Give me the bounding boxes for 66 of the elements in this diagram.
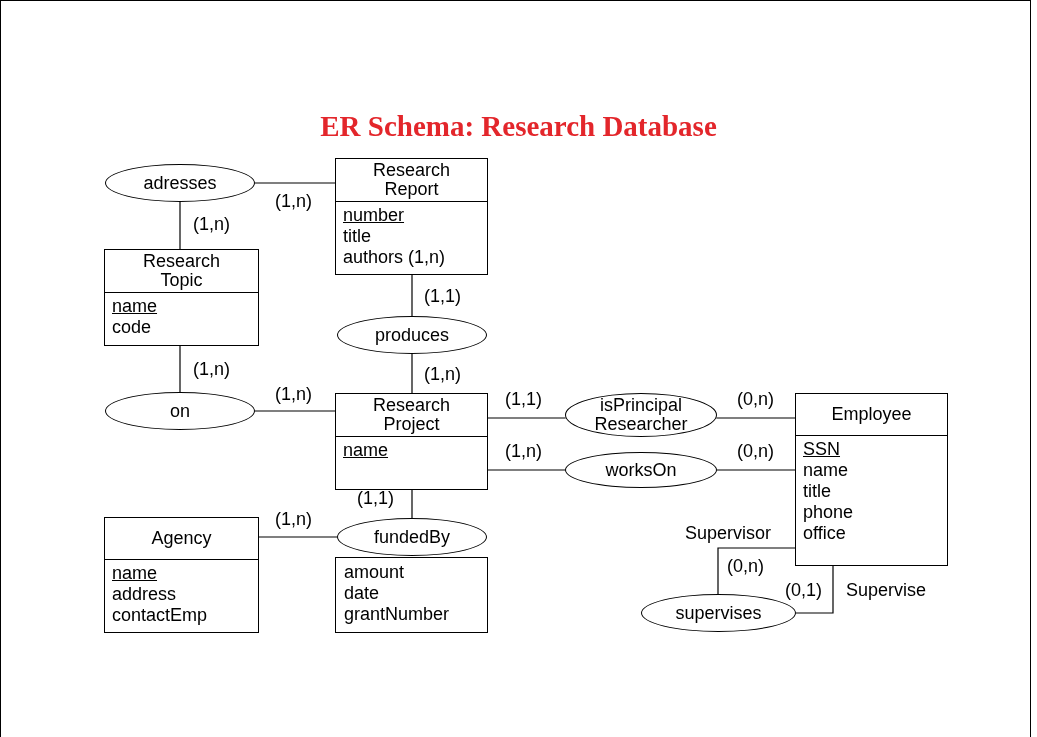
entity-name: Employee	[831, 405, 912, 424]
relationship-name: supervises	[674, 603, 763, 623]
connector-line	[254, 182, 336, 184]
entity-name: Research Report	[371, 161, 451, 199]
cardinality-label: (0,n)	[727, 556, 764, 576]
cardinality-label: (1,n)	[275, 191, 312, 211]
attribute-name: name	[803, 460, 850, 481]
entity-name: Research Topic	[141, 252, 221, 290]
entity-box	[104, 517, 259, 633]
cardinality-label: (0,n)	[737, 389, 774, 409]
key-attribute: name	[343, 440, 390, 461]
key-attribute: name	[112, 296, 159, 317]
key-attribute: name	[112, 563, 159, 584]
relationship-name: isPrincipal Researcher	[593, 396, 689, 434]
relationship-name: fundedBy	[372, 527, 452, 547]
relationship-name: on	[169, 401, 191, 421]
entity-box	[335, 393, 488, 490]
attribute-name: grantNumber	[344, 604, 451, 625]
attribute-box	[335, 557, 488, 633]
attribute-name: title	[803, 481, 832, 502]
cardinality-label: (1,n)	[505, 441, 542, 461]
attribute-name: contactEmp	[112, 605, 209, 626]
cardinality-label: (1,n)	[193, 214, 230, 234]
connector-line	[795, 565, 834, 614]
attribute-name: amount	[344, 562, 406, 583]
relationship-name: produces	[373, 325, 451, 345]
entity-name: Agency	[151, 529, 212, 548]
cardinality-label: (1,n)	[275, 384, 312, 404]
relationship-name: worksOn	[604, 460, 678, 480]
attribute-name: office	[803, 523, 847, 544]
entity-box	[104, 249, 259, 346]
connector-line	[716, 469, 796, 471]
key-attribute: SSN	[803, 439, 841, 460]
connector-line	[411, 489, 413, 519]
attribute-name: title	[343, 226, 372, 247]
cardinality-label: (1,1)	[505, 389, 542, 409]
attribute-name: address	[112, 584, 178, 605]
relationship-name: adresses	[142, 173, 218, 193]
role-label: Supervisor	[685, 523, 772, 543]
connector-line	[254, 410, 336, 412]
connector-line	[715, 417, 796, 419]
cardinality-label: (1,n)	[275, 509, 312, 529]
entity-box	[335, 158, 488, 275]
connector-line	[487, 469, 566, 471]
cardinality-label: (1,1)	[357, 488, 394, 508]
cardinality-label: (1,n)	[424, 364, 461, 384]
key-attribute: number	[343, 205, 406, 226]
entity-box	[795, 393, 948, 566]
entity-name: Research Project	[371, 396, 451, 434]
connector-line	[258, 536, 338, 538]
role-label: Supervise	[846, 580, 927, 600]
attribute-name: phone	[803, 502, 855, 523]
attribute-name: authors (1,n)	[343, 247, 447, 268]
connector-line	[179, 201, 181, 250]
cardinality-label: (0,1)	[785, 580, 822, 600]
connector-line	[411, 274, 413, 317]
attribute-name: date	[344, 583, 381, 604]
connector-line	[487, 417, 567, 419]
diagram-title: ER Schema: Research Database	[319, 109, 718, 144]
connector-line	[411, 353, 413, 394]
connector-line	[717, 547, 796, 595]
cardinality-label: (1,1)	[424, 286, 461, 306]
cardinality-label: (1,n)	[193, 359, 230, 379]
connector-line	[179, 345, 181, 393]
attribute-name: code	[112, 317, 153, 338]
cardinality-label: (0,n)	[737, 441, 774, 461]
